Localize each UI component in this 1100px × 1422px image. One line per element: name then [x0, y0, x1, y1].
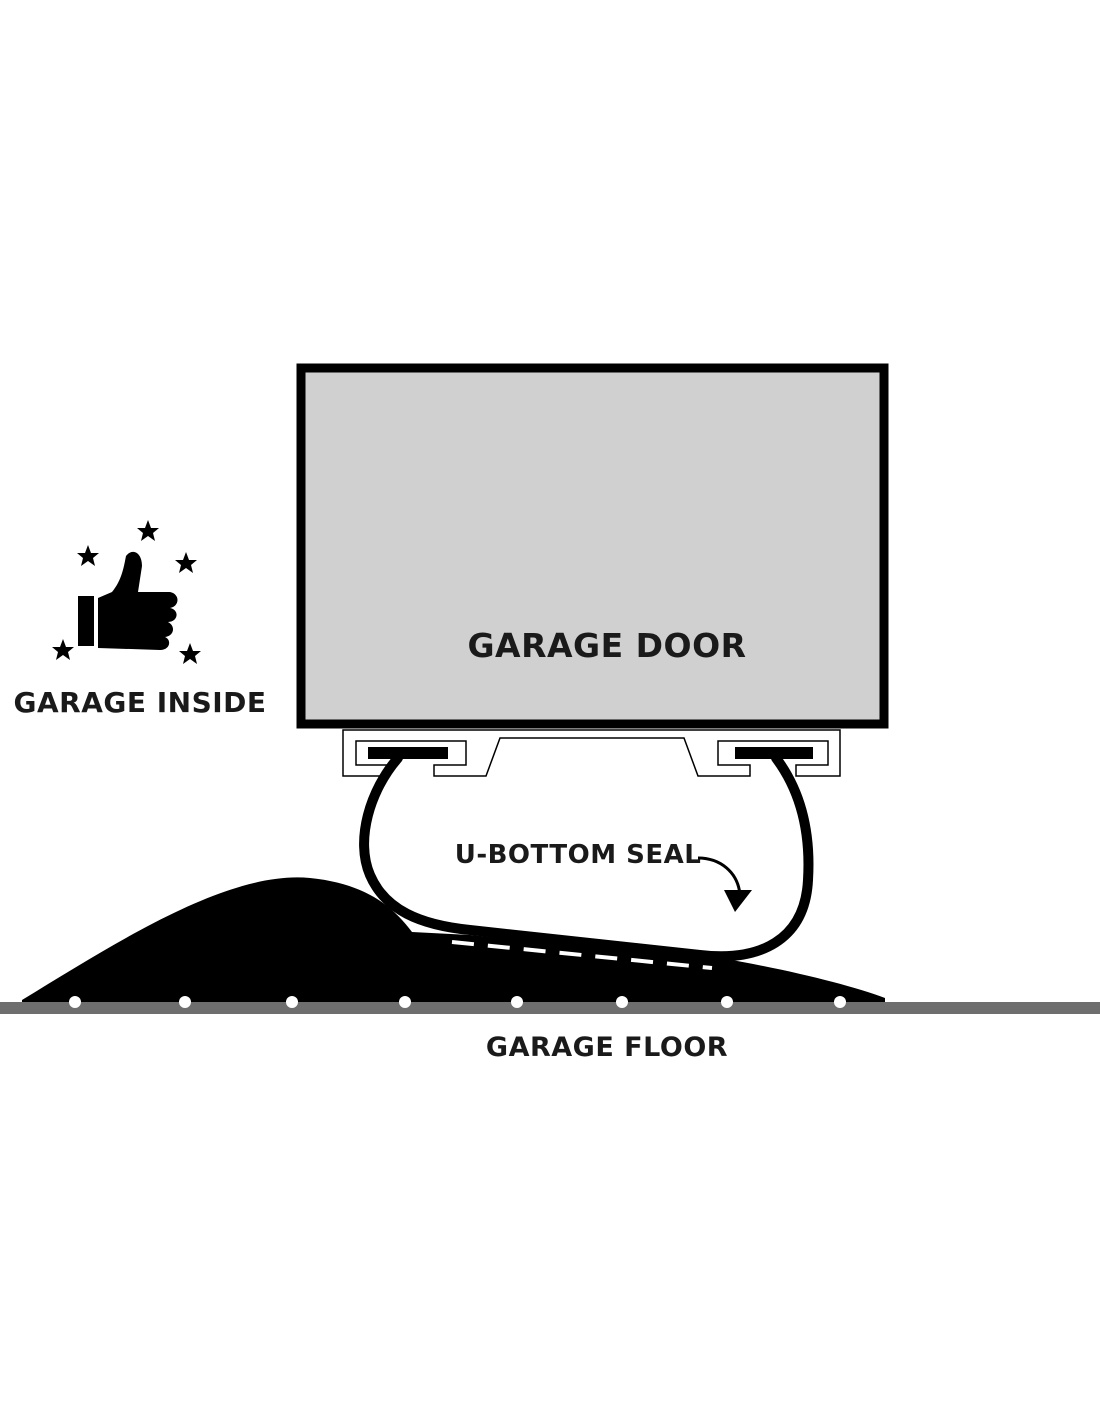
ramp-threshold: [22, 877, 885, 1002]
right-seal-bead: [735, 747, 813, 759]
left-seal-bead: [368, 747, 448, 759]
u-bottom-seal: [359, 753, 814, 962]
star-icon: [52, 520, 201, 664]
thumbs-up-icon: [78, 551, 178, 650]
curved-arrow-icon: [697, 856, 752, 912]
garage-inside-label: GARAGE INSIDE: [13, 686, 267, 719]
floor-dots: [69, 996, 846, 1008]
garage-floor: [0, 1002, 1100, 1014]
garage-door-label: GARAGE DOOR: [467, 626, 747, 665]
garage-door: [296, 363, 889, 729]
garage-floor-label: GARAGE FLOOR: [485, 1032, 729, 1063]
dashed-contact-line: [451, 940, 713, 970]
u-bottom-seal-label: U-BOTTOM SEAL: [454, 840, 702, 870]
seal-retainer: [342, 729, 841, 777]
